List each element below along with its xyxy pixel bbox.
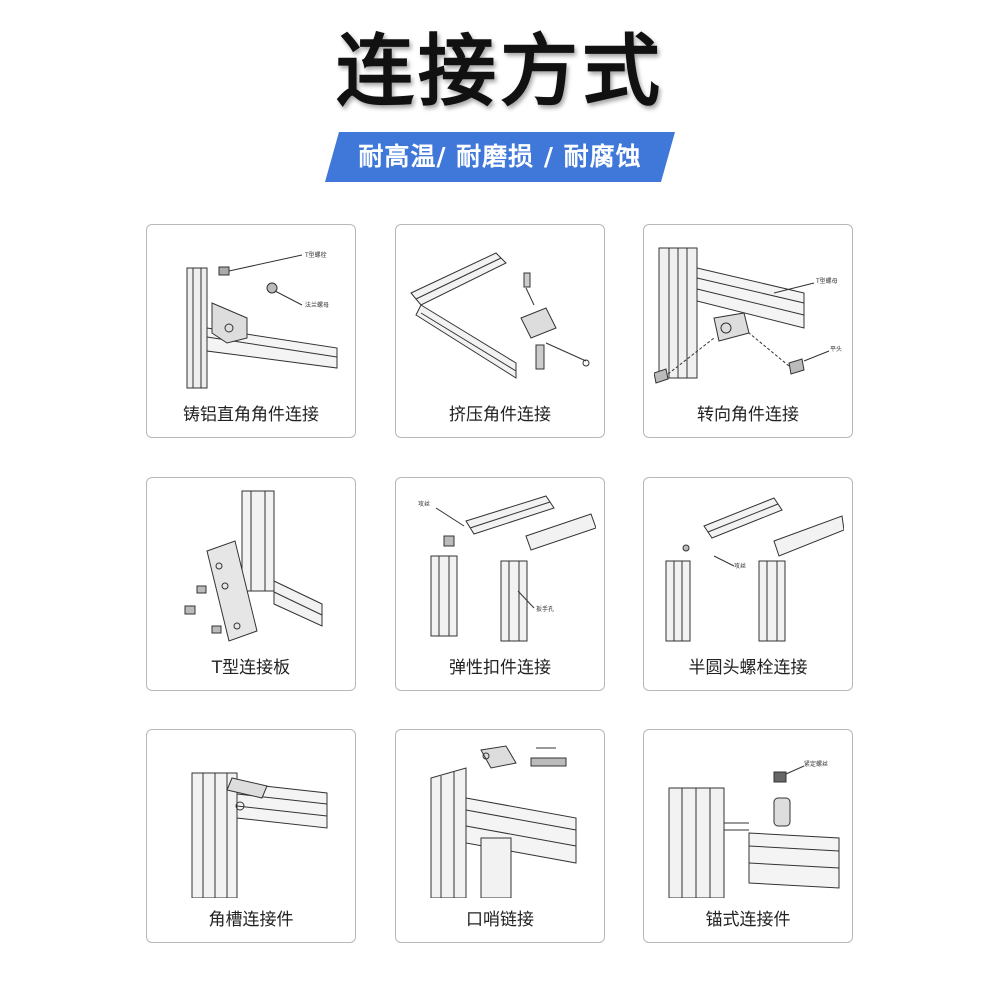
callout-wrench-hole: 扳手孔 — [536, 605, 554, 613]
extruded-corner-illustration — [410, 252, 590, 379]
subtitle-text: 耐高温/ 耐磨损 / 耐腐蚀 — [358, 142, 642, 171]
callout-tapping: 攻丝 — [734, 562, 746, 570]
round-head-bolt-illustration: 攻丝 — [665, 497, 844, 642]
card-label: T型连接板 — [211, 658, 291, 678]
angle-groove-illustration — [191, 772, 328, 898]
callout-set-screw: 紧定螺丝 — [804, 760, 828, 768]
subtitle-banner: 耐高温/ 耐磨损 / 耐腐蚀 — [325, 132, 675, 182]
card-label: 弹性扣件连接 — [449, 658, 551, 678]
callout-flat-head: 平头 — [830, 345, 842, 353]
callout-t-bolt: T型螺栓 — [304, 251, 327, 259]
page-title: 连接方式 — [335, 27, 664, 117]
card-round-head-bolt: 攻丝 半圆头螺栓连接 — [643, 477, 853, 691]
card-label: 锚式连接件 — [705, 910, 791, 930]
whistle-link-illustration — [430, 745, 577, 898]
banner-background — [325, 132, 675, 182]
spring-clip-illustration: 攻丝 扳手孔 — [418, 495, 596, 642]
card-angle-groove: 角槽连接件 — [146, 729, 356, 943]
anchor-connector-illustration: 紧定螺丝 — [668, 760, 840, 898]
t-plate-illustration — [184, 490, 323, 642]
card-whistle-link: 口哨链接 — [395, 729, 605, 943]
callout-tapping: 攻丝 — [418, 500, 430, 508]
card-swivel-corner: T型螺母 平头 转向角件连接 — [643, 224, 853, 438]
card-anchor-connector: 紧定螺丝 锚式连接件 — [643, 729, 853, 943]
callout-t-nut: T型螺母 — [815, 277, 838, 285]
callout-flange-nut: 法兰螺母 — [305, 301, 329, 309]
card-t-plate: T型连接板 — [146, 477, 356, 691]
card-cast-aluminum-corner: T型螺栓 法兰螺母 铸铝直角角件连接 — [146, 224, 356, 438]
card-label: 铸铝直角角件连接 — [183, 405, 319, 425]
swivel-corner-illustration: T型螺母 平头 — [654, 247, 842, 384]
card-label: 角槽连接件 — [208, 910, 294, 930]
card-spring-clip: 攻丝 扳手孔 弹性扣件连接 — [395, 477, 605, 691]
card-label: 半圆头螺栓连接 — [688, 658, 808, 678]
card-label: 口哨链接 — [466, 910, 534, 930]
card-extruded-corner: 挤压角件连接 — [395, 224, 605, 438]
cast-aluminum-corner-illustration: T型螺栓 法兰螺母 — [186, 251, 338, 389]
card-label: 转向角件连接 — [697, 405, 799, 425]
card-label: 挤压角件连接 — [449, 405, 551, 425]
